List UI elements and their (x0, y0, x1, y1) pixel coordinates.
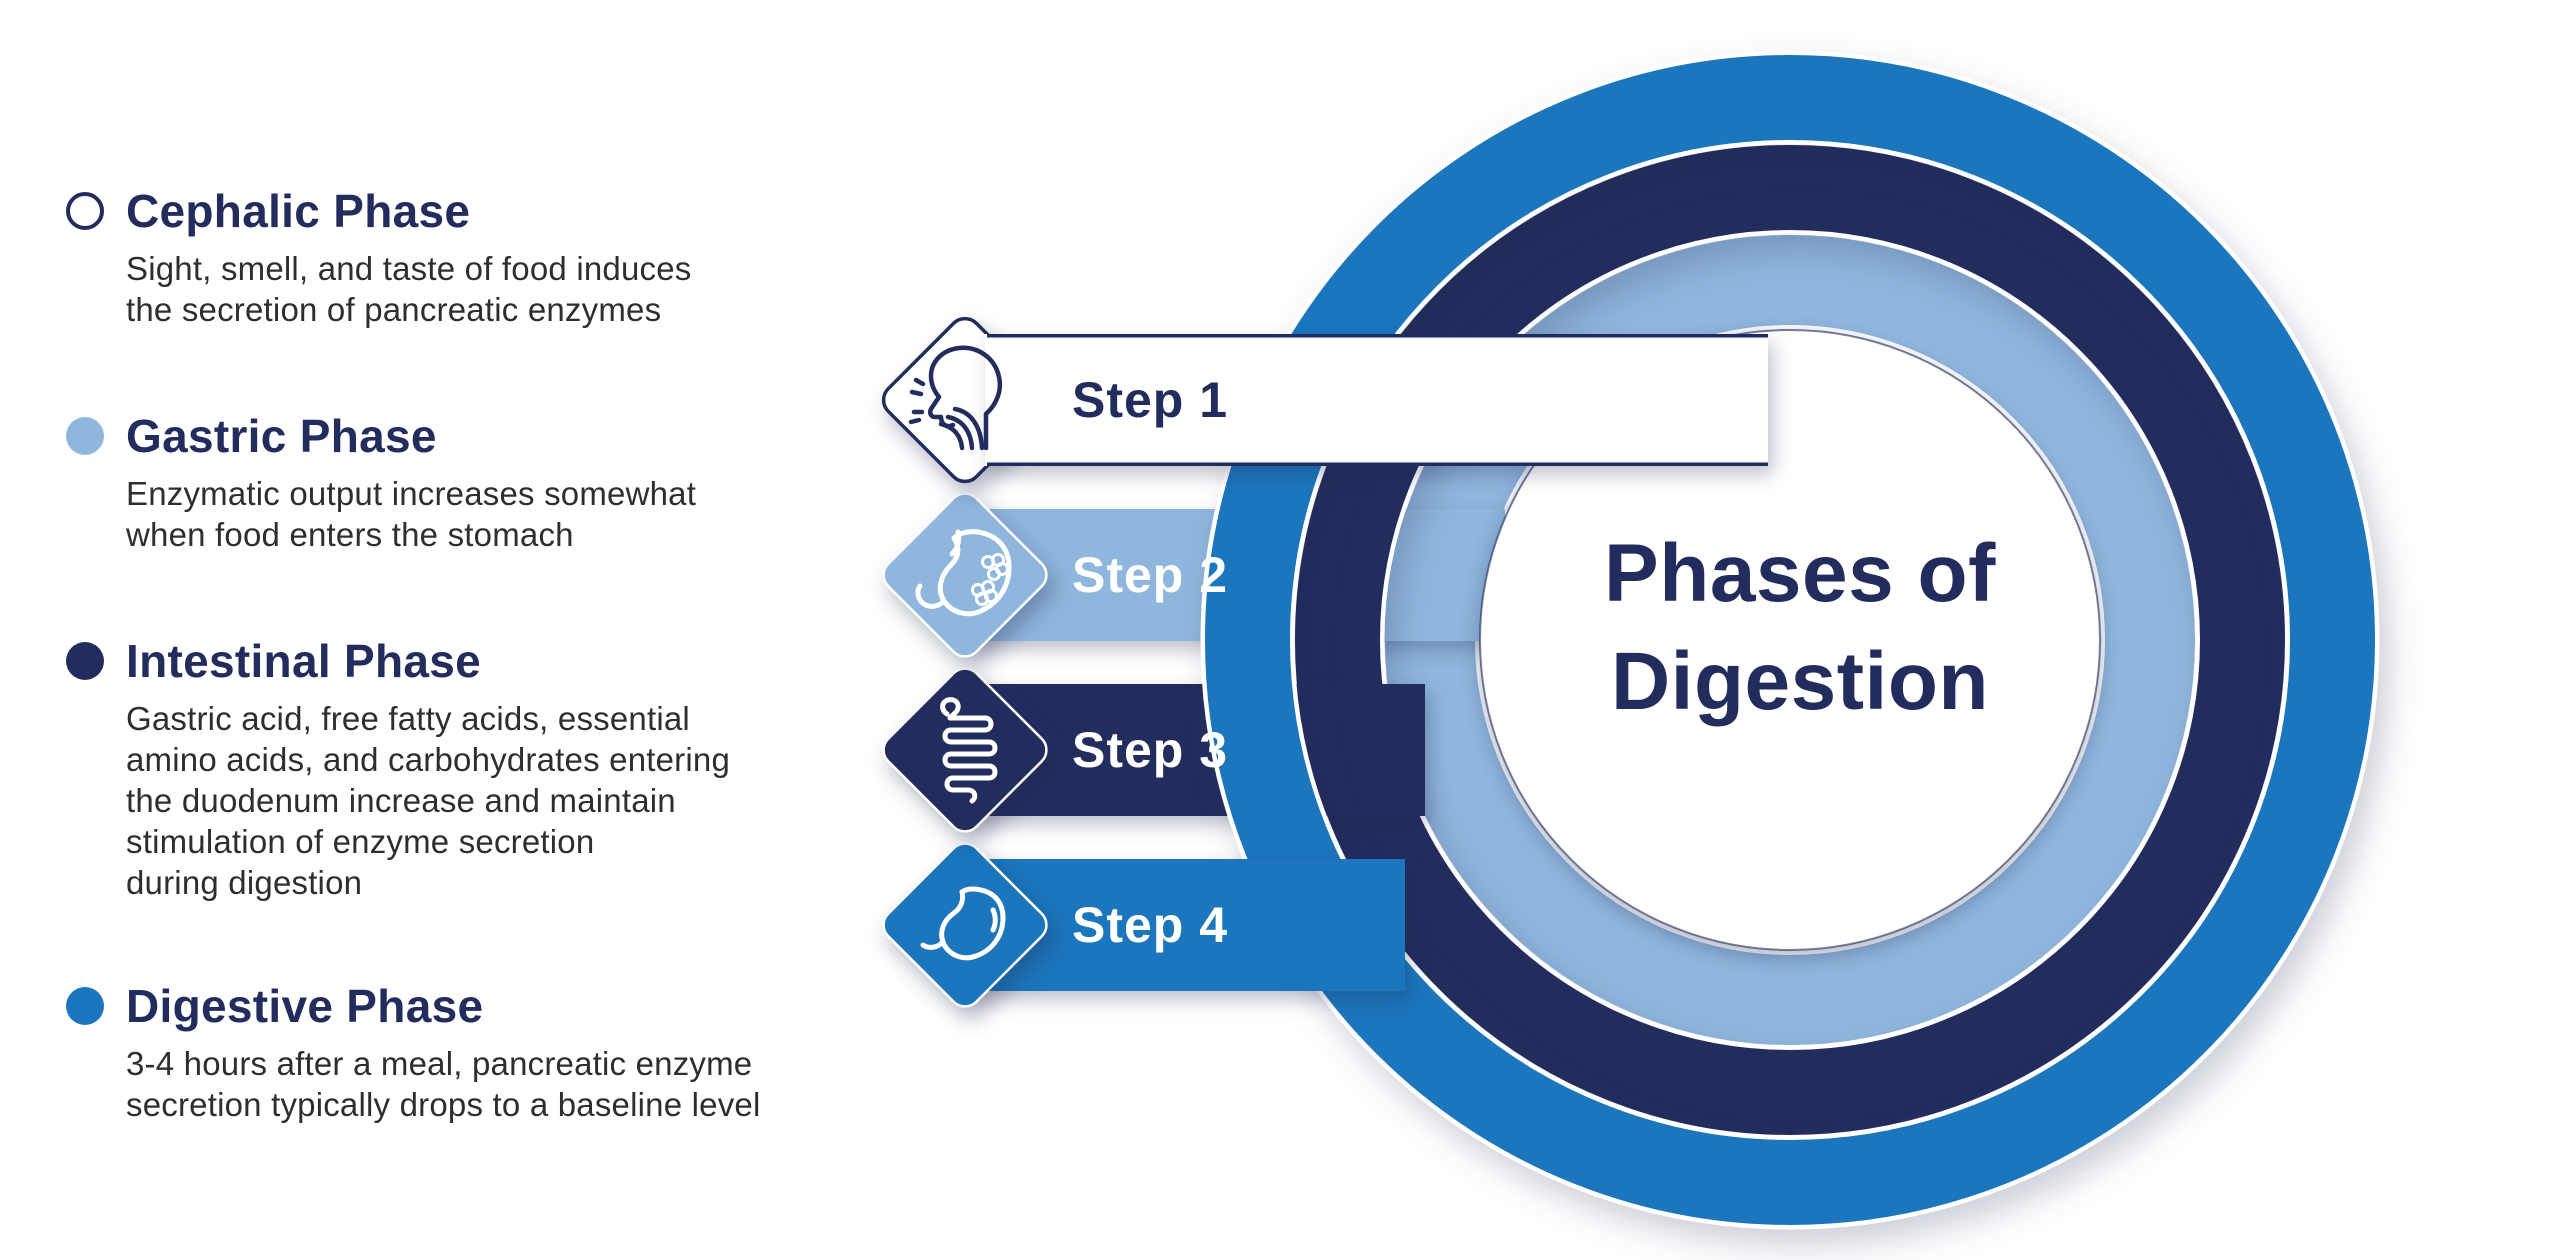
legend-item-digestive: Digestive Phase 3-4 hours after a meal, … (66, 979, 761, 1125)
ring-middle-navy (1290, 140, 2290, 1140)
legend-item-intestinal: Intestinal Phase Gastric acid, free fatt… (66, 634, 730, 903)
step-4-label: Step 4 (1072, 897, 1228, 953)
intestinal-phase-description: Gastric acid, free fatty acids, essentia… (126, 700, 730, 901)
diagram-title-line-1: Phases of (1604, 528, 1996, 619)
step-1-label: Step 1 (1072, 372, 1228, 428)
intestine-icon (940, 697, 998, 804)
step-4-diamond (882, 842, 1048, 1008)
cephalic-bullet-icon (66, 192, 104, 230)
stomach-food-icon (915, 529, 1012, 617)
step-3-diamond (882, 667, 1048, 833)
cephalic-phase-title: Cephalic Phase (126, 185, 471, 237)
digestive-phase-description: 3-4 hours after a meal, pancreatic enzym… (126, 1045, 761, 1123)
intestinal-phase-title: Intestinal Phase (126, 635, 482, 687)
step-1-band (985, 334, 1768, 466)
cephalic-phase-description: Sight, smell, and taste of food induces … (126, 250, 692, 328)
intestinal-bullet-icon (66, 642, 104, 680)
center-circle (1479, 329, 2101, 951)
gastric-bullet-icon (66, 417, 104, 455)
ring-outer-blue (1200, 50, 2380, 1230)
mouth-smell-icon (908, 345, 1003, 451)
legend-item-gastric: Gastric Phase Enzymatic output increases… (66, 409, 696, 555)
step-1-band-border (987, 334, 1768, 466)
legend-item-cephalic: Cephalic Phase Sight, smell, and taste o… (66, 184, 691, 330)
step-2-label: Step 2 (1072, 547, 1228, 603)
gastric-phase-description: Enzymatic output increases somewhat when… (126, 475, 697, 553)
digestive-phase-title: Digestive Phase (126, 980, 484, 1032)
step-2-diamond (882, 492, 1048, 658)
step-3-label: Step 3 (1072, 722, 1228, 778)
digestive-bullet-icon (66, 987, 104, 1025)
gastric-phase-title: Gastric Phase (126, 410, 437, 462)
stomach-icon (920, 886, 1006, 961)
diagram-title-line-2: Digestion (1611, 636, 1989, 727)
